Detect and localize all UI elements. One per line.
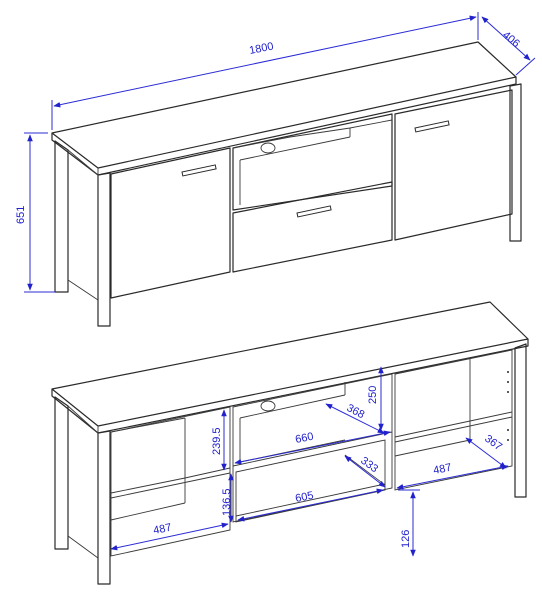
drawer-depth-dimension-line	[344, 455, 386, 488]
open-cabinet-view: 250 368 239.5 660 333 367 487 136.5 605 …	[51, 301, 529, 585]
open-cable-hole	[260, 400, 276, 412]
left-compartment	[110, 406, 231, 557]
drawer-width-dimension-line	[237, 488, 384, 522]
center-width-label: 660	[294, 431, 314, 446]
right-compartment	[394, 349, 513, 491]
closed-cabinet-view: 1800 406 651	[15, 12, 536, 327]
plinth-height-label: 126	[400, 530, 412, 548]
height-dimension-label: 651	[15, 206, 27, 224]
right-door	[394, 89, 513, 241]
left-door	[110, 147, 231, 299]
left-width-label: 487	[152, 522, 172, 537]
right-depth-label: 367	[482, 433, 504, 453]
width-dimension-label: 1800	[248, 40, 274, 56]
drawer-front	[232, 181, 393, 273]
top-panel	[51, 41, 517, 169]
drawer-width-label: 605	[294, 490, 314, 505]
right-depth-dimension-line	[465, 437, 507, 469]
left-front-leg	[97, 172, 111, 327]
drawer-height-label: 136.5	[221, 488, 233, 516]
open-left-side	[54, 396, 69, 550]
left-width-dimension-line	[110, 522, 229, 551]
depth-dimension-label: 406	[500, 29, 522, 50]
drawer-depth-label: 333	[358, 455, 380, 475]
open-left-front-leg	[97, 430, 111, 585]
drawer-box	[235, 439, 386, 523]
open-right-leg	[514, 343, 527, 498]
right-width-label: 487	[432, 462, 452, 477]
niche-depth-label: 368	[345, 402, 367, 421]
left-door-handle	[181, 164, 217, 177]
right-leg	[509, 83, 522, 242]
center-width-dimension-line	[234, 430, 391, 465]
right-door-handle	[414, 120, 450, 133]
drawer-handle	[296, 205, 332, 218]
compartment-height-label: 239.5	[211, 427, 223, 455]
niche-height-label: 250	[367, 386, 379, 404]
right-width-dimension-line	[396, 464, 509, 490]
cable-hole	[260, 142, 276, 154]
depth-dimension-line	[481, 16, 531, 61]
width-dimension-line	[53, 15, 477, 108]
left-side-panel	[54, 140, 69, 293]
niche-depth-dimension-line	[325, 403, 385, 434]
